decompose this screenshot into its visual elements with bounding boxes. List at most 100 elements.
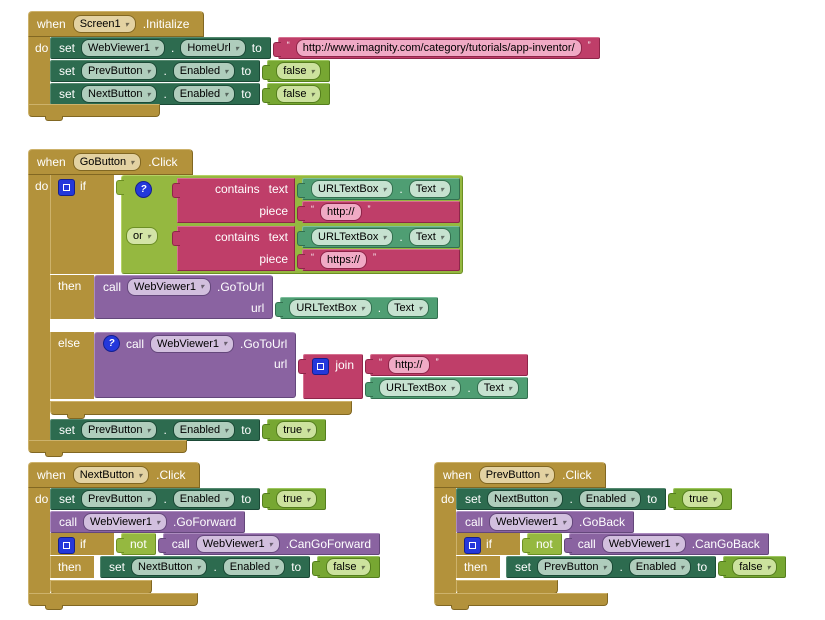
if-then-block[interactable]: if not call WebViewer1 .CanGoForward	[50, 533, 381, 598]
logic-value-dropdown[interactable]: false	[276, 62, 322, 80]
component-dropdown[interactable]: WebViewer1	[81, 39, 165, 57]
component-dropdown[interactable]: WebViewer1	[601, 535, 686, 553]
logic-false-block[interactable]: false	[262, 83, 331, 105]
property-dropdown[interactable]: HomeUrl	[180, 39, 246, 57]
logic-not-block[interactable]: not	[522, 533, 562, 555]
set-prevbutton-enabled-block[interactable]: set PrevButton . Enabled to	[50, 419, 261, 441]
property-dropdown[interactable]: Enabled	[172, 490, 236, 508]
component-dropdown[interactable]: WebViewer1	[127, 277, 211, 296]
component-dropdown[interactable]: GoButton	[72, 153, 142, 171]
url-text-string-block[interactable]: “ http://www.imagnity.com/category/tutor…	[272, 37, 600, 59]
logic-not-block[interactable]: not	[116, 533, 156, 555]
mutator-icon[interactable]	[58, 179, 75, 196]
component-dropdown[interactable]: WebViewer1	[83, 513, 167, 531]
mutator-icon[interactable]	[464, 537, 481, 554]
call-webviewer-cangoforward-block[interactable]: call WebViewer1 .CanGoForward	[157, 533, 381, 555]
when-screen1-initialize-block[interactable]: when Screen1 .Initialize do set WebViewe…	[28, 11, 600, 121]
logic-false-block[interactable]: false	[312, 556, 381, 578]
if-then-else-block[interactable]: if or	[50, 175, 528, 419]
when-gobutton-click-block[interactable]: when GoButton .Click do if	[28, 149, 528, 457]
component-dropdown[interactable]: PrevButton	[81, 421, 158, 439]
event-block-header[interactable]: when NextButton .Click	[28, 462, 201, 488]
logic-value-dropdown[interactable]: true	[276, 421, 318, 439]
component-dropdown[interactable]: Screen1	[72, 15, 136, 33]
http-text-string-block[interactable]: “ http:// ”	[297, 201, 460, 223]
set-nextbutton-enabled-block[interactable]: set NextButton . Enabled to	[456, 488, 667, 510]
text-value-field[interactable]: https://	[320, 251, 368, 269]
property-dropdown[interactable]: Text	[476, 379, 519, 397]
property-dropdown[interactable]: Enabled	[628, 558, 692, 576]
logic-true-block[interactable]: true	[668, 488, 733, 510]
urltextbox-text-getter-block[interactable]: URLTextBox . Text	[365, 377, 528, 399]
dropdown-label: Enabled	[179, 65, 221, 77]
event-block-header[interactable]: when GoButton .Click	[28, 149, 193, 175]
logic-true-block[interactable]: true	[262, 419, 327, 441]
event-block-header[interactable]: when PrevButton .Click	[434, 462, 607, 488]
logic-value-dropdown[interactable]: true	[276, 490, 318, 508]
logic-value-dropdown[interactable]: true	[682, 490, 724, 508]
component-dropdown[interactable]: PrevButton	[81, 62, 158, 80]
call-webviewer-goforward-block[interactable]: call WebViewer1 .GoForward	[50, 511, 246, 533]
when-nextbutton-click-block[interactable]: when NextButton .Click do set PrevButton…	[28, 462, 381, 610]
component-dropdown[interactable]: URLTextBox	[289, 299, 372, 317]
event-block-header[interactable]: when Screen1 .Initialize	[28, 11, 205, 37]
call-webviewer-gotourl-block[interactable]: call WebViewer1 .GoToUrl	[94, 332, 297, 354]
mutator-icon[interactable]	[58, 537, 75, 554]
property-dropdown[interactable]: Enabled	[172, 421, 236, 439]
property-dropdown[interactable]: Enabled	[172, 85, 236, 103]
text-value-field[interactable]: http://	[320, 203, 362, 221]
logic-value-dropdown[interactable]: false	[276, 85, 322, 103]
urltextbox-text-getter-block[interactable]: URLTextBox . Text	[297, 226, 460, 248]
component-dropdown[interactable]: NextButton	[81, 85, 158, 103]
component-dropdown[interactable]: URLTextBox	[311, 180, 394, 198]
logic-value-dropdown[interactable]: false	[732, 558, 778, 576]
logic-false-block[interactable]: false	[718, 556, 787, 578]
urltextbox-text-getter-block[interactable]: URLTextBox . Text	[275, 297, 439, 319]
set-nextbutton-enabled-block[interactable]: set NextButton . Enabled to	[100, 556, 311, 578]
component-dropdown[interactable]: WebViewer1	[489, 513, 573, 531]
component-dropdown[interactable]: NextButton	[72, 466, 150, 484]
set-webviewer-homeurl-block[interactable]: set WebViewer1 . HomeUrl to	[50, 37, 271, 59]
set-nextbutton-enabled-block[interactable]: set NextButton . Enabled to	[50, 83, 261, 105]
logic-value-dropdown[interactable]: false	[326, 558, 372, 576]
set-prevbutton-enabled-block[interactable]: set PrevButton . Enabled to	[50, 488, 261, 510]
property-dropdown[interactable]: Text	[408, 228, 451, 246]
when-prevbutton-click-block[interactable]: when PrevButton .Click do set NextButton…	[434, 462, 787, 610]
https-text-string-block[interactable]: “ https:// ”	[297, 249, 460, 271]
component-dropdown[interactable]: PrevButton	[478, 466, 556, 484]
set-prevbutton-enabled-block[interactable]: set PrevButton . Enabled to	[506, 556, 717, 578]
property-dropdown[interactable]: Enabled	[222, 558, 286, 576]
component-dropdown[interactable]: NextButton	[131, 558, 208, 576]
component-dropdown[interactable]: PrevButton	[81, 490, 158, 508]
property-dropdown[interactable]: Enabled	[172, 62, 236, 80]
help-icon[interactable]	[103, 335, 120, 352]
component-dropdown[interactable]: PrevButton	[537, 558, 614, 576]
logic-true-block[interactable]: true	[262, 488, 327, 510]
component-dropdown[interactable]: URLTextBox	[379, 379, 462, 397]
logic-false-block[interactable]: false	[262, 60, 331, 82]
component-dropdown[interactable]: URLTextBox	[311, 228, 394, 246]
mutator-icon[interactable]	[312, 358, 330, 375]
text-value-field[interactable]: http://	[388, 356, 430, 374]
property-dropdown[interactable]: Enabled	[578, 490, 642, 508]
or-operator-dropdown[interactable]: or	[126, 227, 158, 245]
text-value-field[interactable]: http://www.imagnity.com/category/tutoria…	[295, 39, 582, 57]
help-icon[interactable]	[135, 181, 152, 198]
call-webviewer-goback-block[interactable]: call WebViewer1 .GoBack	[456, 511, 635, 533]
urltextbox-text-getter-block[interactable]: URLTextBox . Text	[297, 178, 460, 200]
component-dropdown[interactable]: NextButton	[487, 490, 564, 508]
http-text-string-block[interactable]: “ http:// ”	[365, 354, 528, 376]
call-webviewer-gotourl-block[interactable]: call WebViewer1 .GoToUrl	[94, 275, 274, 297]
if-then-block[interactable]: if not call WebViewer1 .CanGoBack	[456, 533, 787, 598]
property-dropdown[interactable]: Text	[387, 299, 430, 317]
set-prevbutton-enabled-block[interactable]: set PrevButton . Enabled to	[50, 60, 261, 82]
component-dropdown[interactable]: WebViewer1	[195, 535, 280, 553]
join-block[interactable]: join	[298, 354, 364, 399]
call-webviewer-cangoback-block[interactable]: call WebViewer1 .CanGoBack	[563, 533, 769, 555]
component-dropdown[interactable]: WebViewer1	[150, 334, 234, 353]
property-dropdown[interactable]: Text	[408, 180, 451, 198]
